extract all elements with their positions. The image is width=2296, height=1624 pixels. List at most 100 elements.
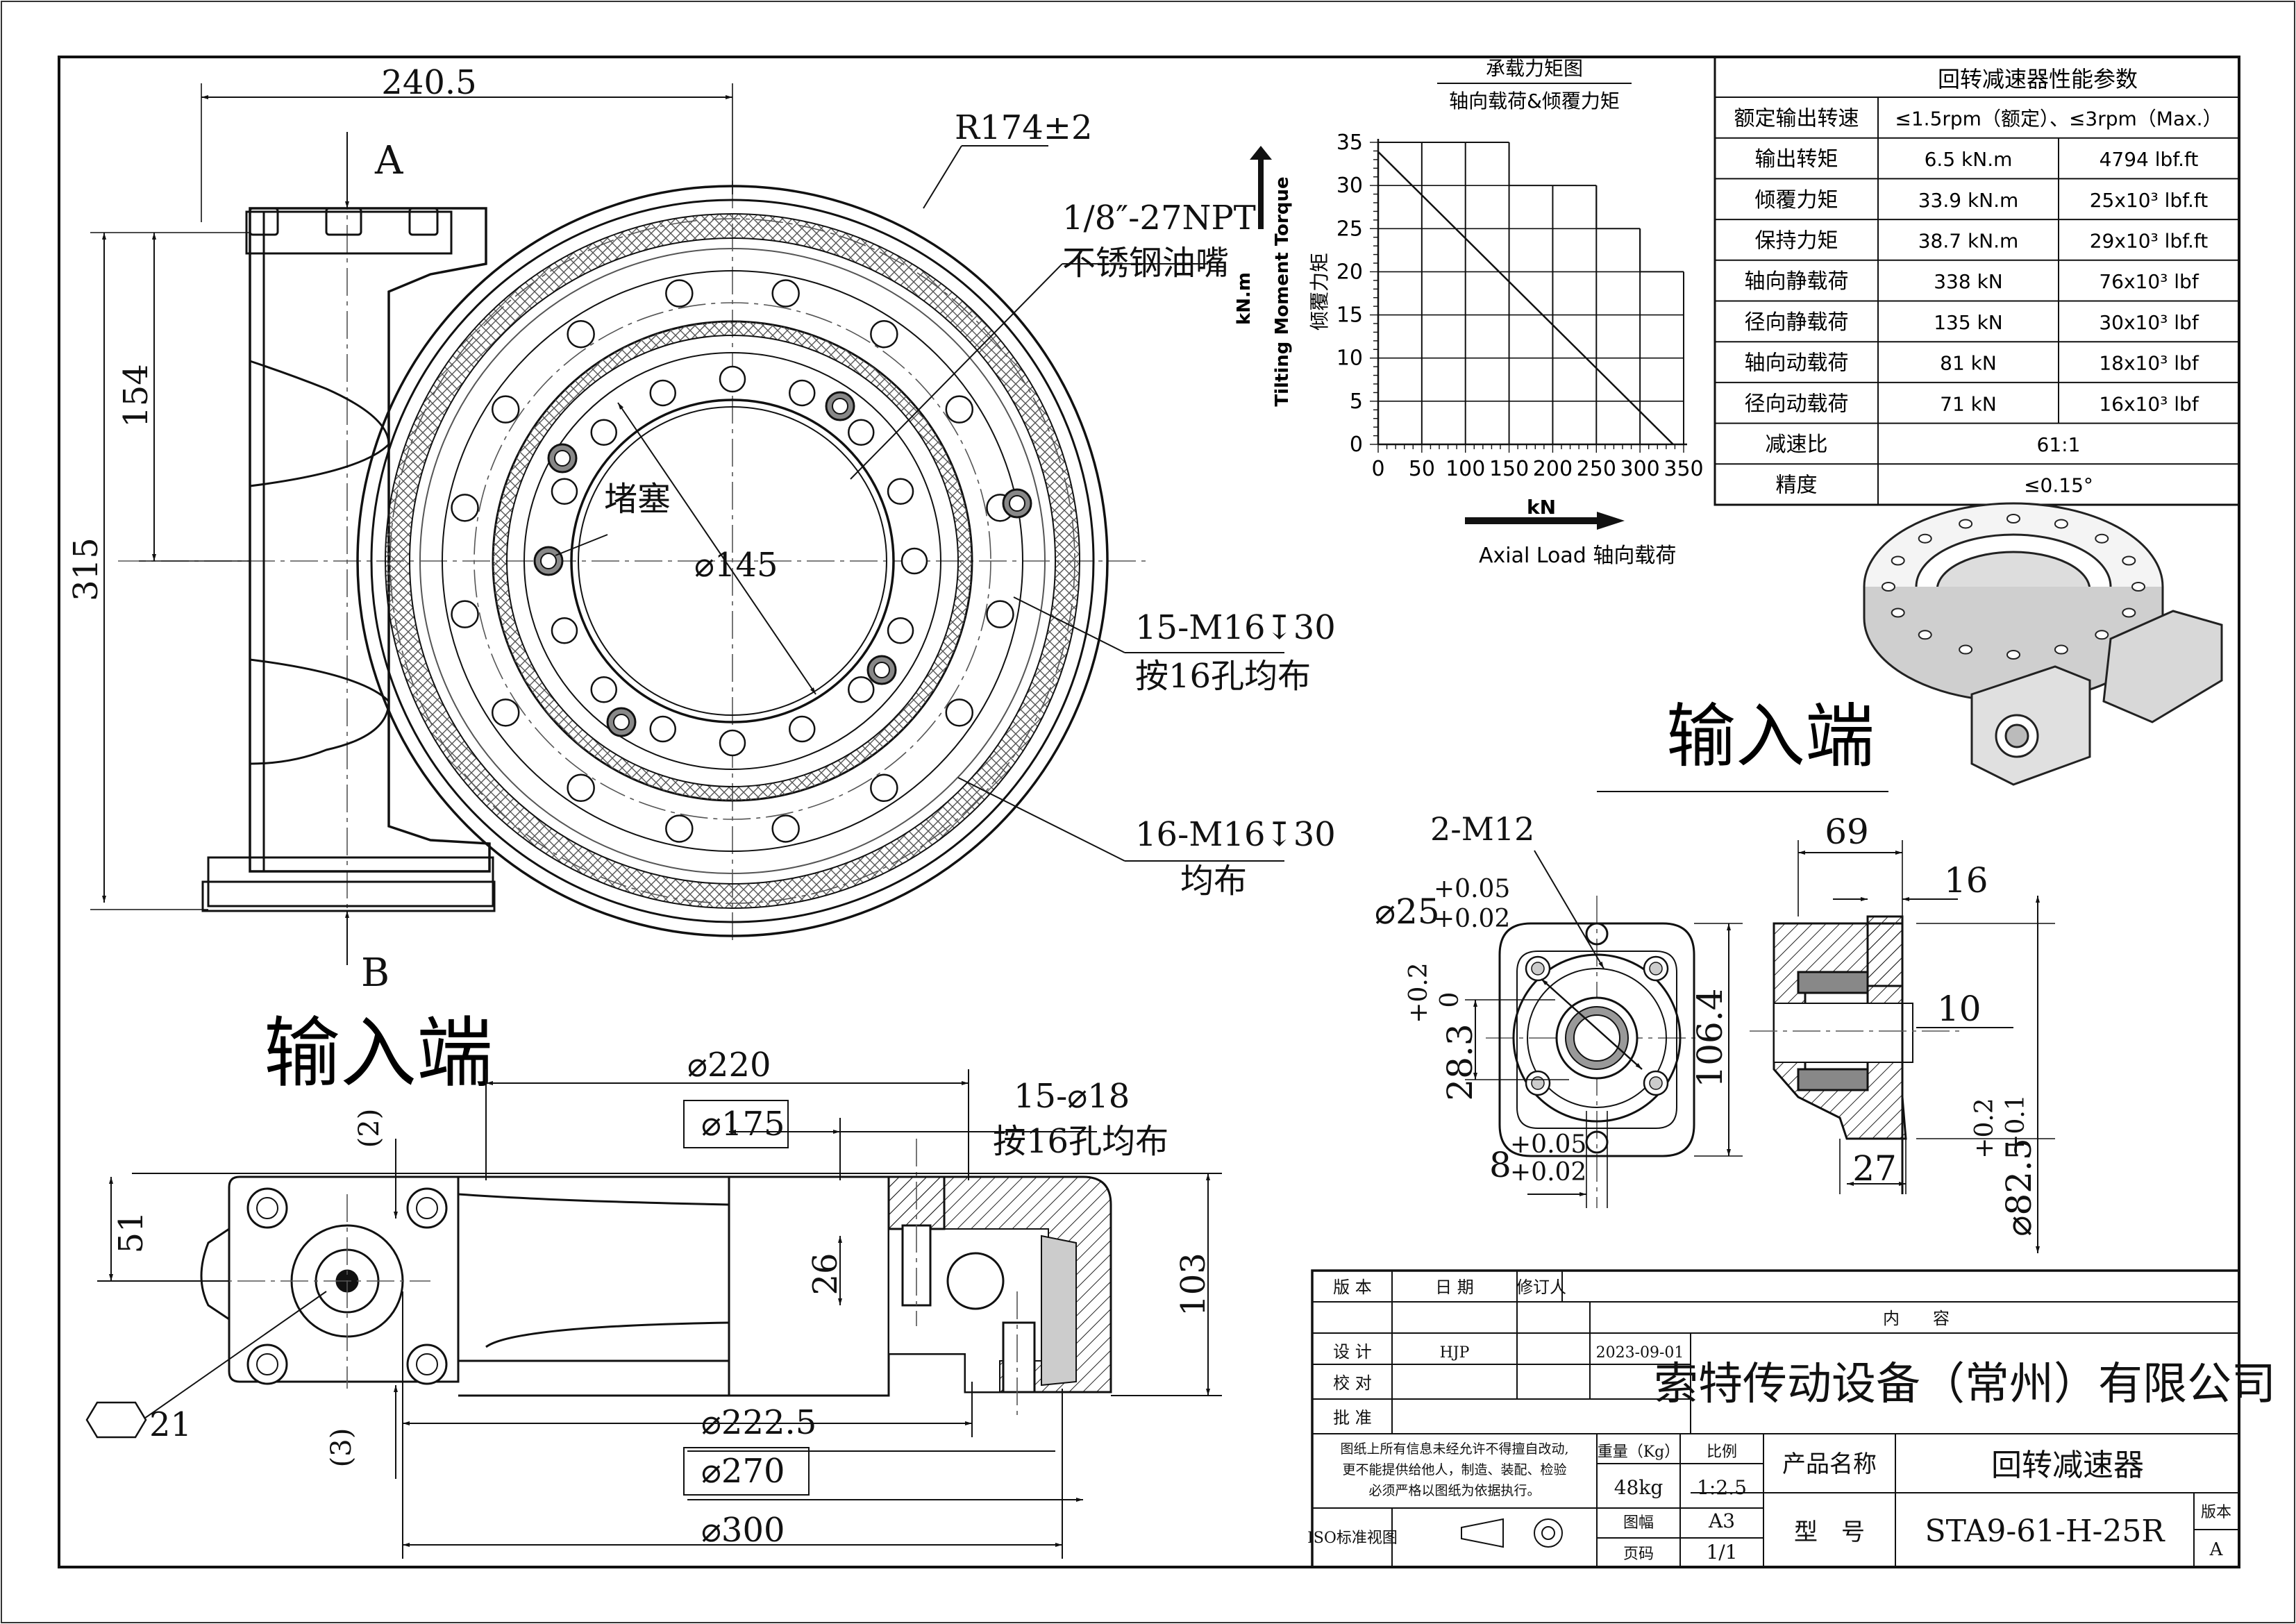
iso-bolt-hole [1918, 630, 1932, 640]
input-end-title-right: 输入端 [1666, 696, 1875, 777]
tb-weight: 48kg [1614, 1476, 1664, 1499]
inner-bolt-hole [848, 676, 875, 703]
tb-company: 索特传动设备（常州）有限公司 [1654, 1359, 2276, 1410]
dim-radius: R174±2 [955, 108, 1093, 147]
inner-bolt-hole [848, 419, 875, 446]
spec-value: 61:1 [2037, 433, 2081, 456]
tb-format: A3 [1708, 1509, 1735, 1532]
chart-series [1377, 151, 1674, 445]
dim-175-box [683, 1100, 789, 1148]
side-hex-size: 21 [149, 1405, 192, 1444]
projection-cone-icon [1461, 1518, 1504, 1548]
dim-270-box [683, 1447, 810, 1496]
outer-bolt-hole [665, 279, 694, 308]
spec-value-si: 81 kN [1940, 352, 1997, 375]
outer-bolt-hole [945, 698, 974, 727]
spec-value-imperial: 76x10³ lbf [2099, 270, 2199, 293]
side-dim-26: 26 [806, 1253, 845, 1295]
tb-approve-label: 批 准 [1333, 1408, 1372, 1428]
inner-bolt-hole [649, 379, 676, 407]
iso-bolt-hole [2006, 514, 2020, 524]
chart-y-tick-label: 5 [1350, 390, 1363, 414]
outer-bolt-hole [870, 773, 898, 803]
iso-bolt-hole [1959, 644, 1973, 655]
chart-y-tick-label: 0 [1350, 433, 1363, 457]
chart-y-tick-label: 10 [1336, 346, 1363, 371]
chart-x-tick-label: 0 [1371, 457, 1384, 481]
xlabel: Axial Load 轴向载荷 [1479, 544, 1676, 568]
plug-hole-inner [540, 553, 557, 569]
chart-subtitle: 轴向载荷&倾覆力矩 [1449, 90, 1620, 112]
spec-value: ≤0.15° [2024, 474, 2093, 497]
iso-bolt-hole [2054, 644, 2068, 655]
section-pilot-dia: ⌀82.5 [1999, 1138, 2039, 1236]
front-holes: 2-M12 [1430, 810, 1534, 848]
spec-label: 倾覆力矩 [1755, 188, 1838, 212]
tb-model: STA9-61-H-25R [1925, 1514, 2166, 1549]
spec-value-si: 71 kN [1940, 392, 1997, 415]
front-flange-height: 106.4 [1690, 988, 1730, 1087]
inner-thread-spec: 15-M16↧30 [1135, 608, 1336, 647]
outer-bolt-hole [665, 814, 694, 843]
tb-check-label: 校 对 [1333, 1373, 1372, 1393]
iso-bolt-hole [2122, 608, 2136, 618]
iso-bolt-hole [2095, 630, 2109, 640]
side-dim-51: 51 [112, 1211, 151, 1253]
section-dim-69: 69 [1825, 812, 1869, 852]
spec-value-si: 38.7 kN.m [1918, 229, 2019, 252]
side-dim-175: ⌀175 [701, 1105, 785, 1144]
flange-bolt-inner [1649, 1076, 1663, 1090]
spec-value: ≤1.5rpm（额定）、≤3rpm（Max.） [1895, 107, 2222, 130]
inner-bolt-hole [551, 478, 578, 505]
chart-grid [1378, 142, 1684, 444]
inner-bolt-hole [887, 478, 914, 505]
iso-bolt-hole [2122, 555, 2136, 566]
chart-y-tick-label: 30 [1336, 174, 1363, 198]
spec-value-imperial: 18x10³ lbf [2099, 352, 2199, 375]
section-dim-27: 27 [1852, 1148, 1897, 1189]
gearbox-bolt-inner [416, 1197, 438, 1219]
chart-x-tick-label: 300 [1620, 457, 1660, 481]
chart-x-tick-label: 100 [1446, 457, 1485, 481]
dim-width: 240.5 [381, 63, 476, 102]
chart-title: 承载力矩图 [1486, 57, 1583, 80]
section-a-label: A [374, 138, 403, 183]
spec-value-si: 33.9 kN.m [1918, 189, 2019, 212]
grease-nipple-desc: 不锈钢油嘴 [1062, 244, 1229, 283]
outer-bolt-hole [567, 773, 595, 803]
y-axis-arrow-icon [1250, 146, 1272, 229]
outer-bolt-hole [870, 319, 898, 349]
iso-bolt-hole [1891, 608, 1905, 618]
tb-iso-label: ISO标准视图 [1307, 1530, 1398, 1547]
tb-notice-2: 更不能提供给他人，制造、装配、检验 [1342, 1462, 1566, 1477]
tb-design-label: 设 计 [1333, 1342, 1372, 1362]
chart-x-tick-label: 250 [1577, 457, 1616, 481]
chart-y-tick-label: 25 [1336, 217, 1363, 241]
outer-thread-note: 均布 [1180, 862, 1247, 901]
iso-bolt-hole [1882, 582, 1895, 592]
outer-bolt-hole [451, 600, 479, 628]
iso-bolt-hole [1959, 519, 1973, 529]
spec-label: 输出转矩 [1755, 147, 1838, 171]
side-dim-2225: ⌀222.5 [701, 1403, 816, 1442]
outer-bolt-hole [567, 319, 595, 349]
ylabel-en: Tilting Moment Torque [1272, 176, 1293, 406]
outer-bolt-hole [771, 279, 800, 308]
spec-value-si: 135 kN [1934, 311, 2003, 334]
inner-bolt-hole [719, 729, 746, 757]
inner-bolt-hole [789, 715, 816, 743]
inner-bolt-hole [590, 419, 617, 446]
spec-label: 轴向动载荷 [1745, 351, 1849, 376]
ylabel-cn: 倾覆力矩 [1308, 253, 1331, 330]
plug-hole-inner [1009, 495, 1025, 512]
inner-bolt-hole [887, 617, 914, 644]
front-shaft-tol-up: +0.05 [1434, 875, 1510, 903]
inner-thread-note: 按16孔均布 [1135, 657, 1311, 696]
outer-bolt-hole [491, 395, 520, 424]
flange-bolt-inner [1531, 1076, 1545, 1090]
spec-label: 径向动载荷 [1745, 392, 1849, 416]
tb-designer: HJP [1440, 1344, 1470, 1362]
tb-version-label: 版本 [2201, 1504, 2231, 1521]
section-pilot-tol-up: +0.2 [1970, 1098, 1999, 1158]
